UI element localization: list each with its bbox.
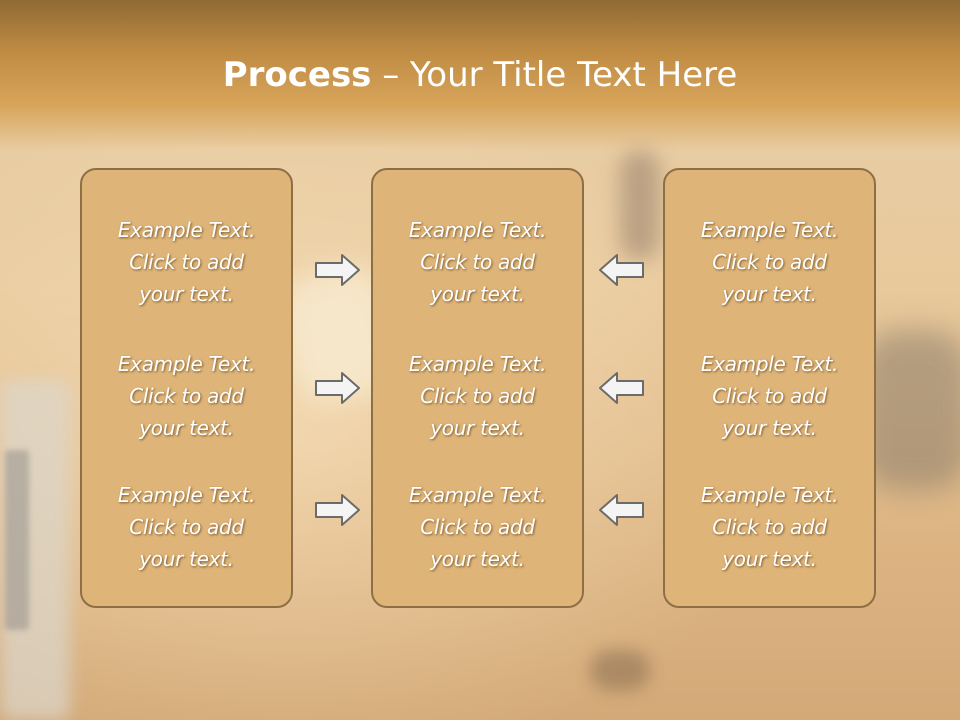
text-item[interactable]: Example Text. Click to add your text. [373, 479, 582, 575]
text-line: Click to add [129, 515, 244, 539]
background-spot [590, 650, 650, 690]
left-arrow-icon [599, 494, 644, 526]
text-item[interactable]: Example Text. Click to add your text. [373, 214, 582, 310]
text-line: your text. [430, 416, 525, 440]
slide-title[interactable]: Process – Your Title Text Here [0, 52, 960, 98]
text-item[interactable]: Example Text. Click to add your text. [82, 479, 291, 575]
title-band [0, 0, 960, 150]
text-line: Example Text. [408, 352, 547, 376]
text-line: your text. [722, 282, 817, 306]
text-line: Example Text. [700, 218, 839, 242]
left-arrow-icon [599, 254, 644, 286]
text-line: your text. [139, 282, 234, 306]
text-item[interactable]: Example Text. Click to add your text. [665, 214, 874, 310]
text-line: Click to add [420, 250, 535, 274]
text-line: Example Text. [408, 483, 547, 507]
text-line: your text. [430, 547, 525, 571]
text-item[interactable]: Example Text. Click to add your text. [82, 348, 291, 444]
text-line: Example Text. [117, 218, 256, 242]
text-item[interactable]: Example Text. Click to add your text. [665, 348, 874, 444]
left-arrow-icon [599, 372, 644, 404]
background-pen [620, 150, 660, 260]
text-line: Click to add [420, 384, 535, 408]
right-arrow-icon [315, 254, 360, 286]
process-box-left[interactable]: Example Text. Click to add your text. Ex… [80, 168, 293, 608]
right-arrow-icon [315, 372, 360, 404]
text-line: your text. [139, 416, 234, 440]
process-box-center[interactable]: Example Text. Click to add your text. Ex… [371, 168, 584, 608]
text-line: Click to add [712, 384, 827, 408]
text-line: Click to add [712, 515, 827, 539]
text-item[interactable]: Example Text. Click to add your text. [665, 479, 874, 575]
title-bold: Process [222, 55, 372, 95]
text-line: Example Text. [700, 352, 839, 376]
text-line: your text. [139, 547, 234, 571]
text-line: Example Text. [117, 483, 256, 507]
text-line: your text. [722, 416, 817, 440]
text-line: Example Text. [117, 352, 256, 376]
text-line: Example Text. [408, 218, 547, 242]
text-line: your text. [430, 282, 525, 306]
text-item[interactable]: Example Text. Click to add your text. [373, 348, 582, 444]
text-line: Click to add [129, 250, 244, 274]
text-line: Click to add [129, 384, 244, 408]
right-arrow-icon [315, 494, 360, 526]
title-rest: – Your Title Text Here [371, 55, 738, 95]
text-line: Click to add [420, 515, 535, 539]
text-line: Click to add [712, 250, 827, 274]
text-line: your text. [722, 547, 817, 571]
text-line: Example Text. [700, 483, 839, 507]
background-object [860, 330, 960, 490]
process-box-right[interactable]: Example Text. Click to add your text. Ex… [663, 168, 876, 608]
text-item[interactable]: Example Text. Click to add your text. [82, 214, 291, 310]
background-key [5, 450, 29, 630]
